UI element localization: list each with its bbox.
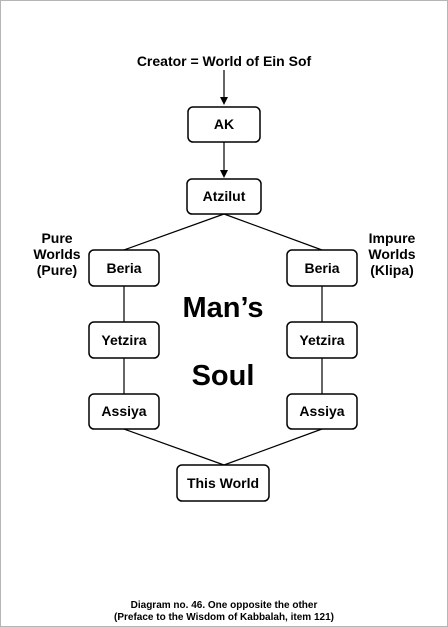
- center-text-mans: Man’s: [182, 292, 263, 324]
- node-this-world-label: This World: [187, 475, 259, 491]
- pure-worlds-line-1: Pure: [41, 230, 72, 246]
- node-ak: AK: [187, 106, 261, 143]
- node-atzilut-label: Atzilut: [203, 188, 246, 204]
- impure-worlds-line-3: (Klipa): [370, 262, 414, 278]
- node-atzilut: Atzilut: [186, 178, 262, 215]
- node-beria-right: Beria: [286, 249, 358, 287]
- node-yetzira-right-label: Yetzira: [299, 332, 344, 348]
- node-assiya-right-label: Assiya: [299, 403, 344, 419]
- node-yetzira-right: Yetzira: [286, 321, 358, 359]
- pure-worlds-label: Pure Worlds (Pure): [33, 230, 80, 278]
- caption-line-1: Diagram no. 46. One opposite the other: [131, 600, 318, 611]
- edge-atzilut-to-beria-right: [223, 213, 323, 251]
- node-beria-left: Beria: [88, 249, 160, 287]
- pure-worlds-line-3: (Pure): [37, 262, 77, 278]
- impure-worlds-line-1: Impure: [369, 230, 416, 246]
- node-beria-right-label: Beria: [304, 260, 339, 276]
- node-assiya-left: Assiya: [88, 393, 160, 430]
- edge-atzilut-to-beria-left: [123, 213, 225, 251]
- node-yetzira-left-label: Yetzira: [101, 332, 146, 348]
- node-assiya-left-label: Assiya: [101, 403, 146, 419]
- pure-worlds-line-2: Worlds: [33, 246, 80, 262]
- node-assiya-right: Assiya: [286, 393, 358, 430]
- node-beria-left-label: Beria: [106, 260, 141, 276]
- node-ak-label: AK: [214, 116, 234, 132]
- caption-line-2: (Preface to the Wisdom of Kabbalah, item…: [114, 612, 334, 623]
- edge-assiya-left-to-this-world: [123, 428, 225, 466]
- impure-worlds-line-2: Worlds: [368, 246, 415, 262]
- creator-label: Creator = World of Ein Sof: [137, 53, 312, 69]
- edge-assiya-right-to-this-world: [223, 428, 323, 466]
- center-text-soul: Soul: [192, 360, 255, 392]
- node-yetzira-left: Yetzira: [88, 321, 160, 359]
- impure-worlds-label: Impure Worlds (Klipa): [368, 230, 415, 278]
- node-this-world: This World: [176, 464, 270, 502]
